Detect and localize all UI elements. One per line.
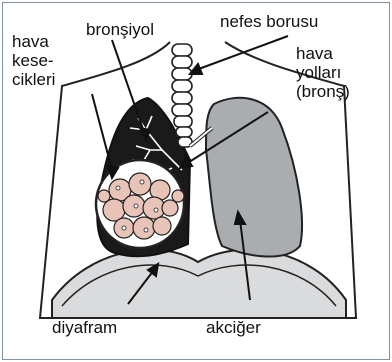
label-lung: akciğer — [206, 318, 261, 337]
label-alveoli: hava kese- cikleri — [12, 32, 55, 89]
label-bronchiole: bronşiyol — [86, 20, 154, 39]
diaphragm — [52, 250, 346, 318]
label-trachea: nefes borusu — [220, 12, 318, 31]
label-diaphragm: diyafram — [52, 318, 117, 337]
label-airways: hava yolları (bronş) — [296, 44, 350, 101]
